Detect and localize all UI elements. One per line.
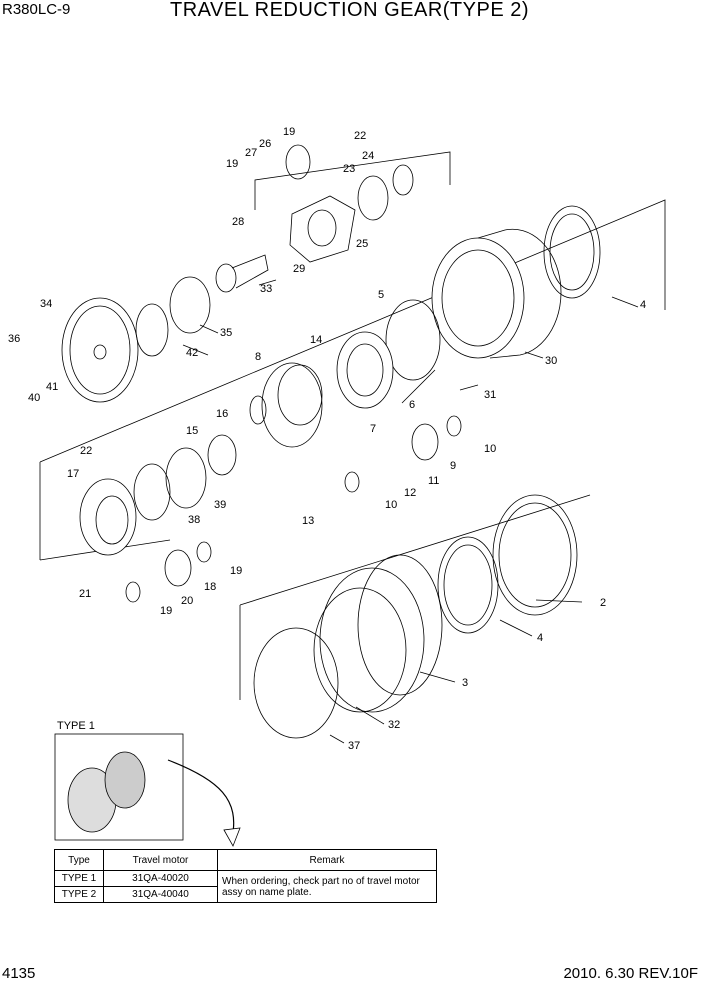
callout-6: 6 bbox=[409, 399, 415, 411]
part-34-cover bbox=[61, 297, 139, 403]
part-42-ring bbox=[135, 303, 169, 357]
header-travel-motor: Travel motor bbox=[103, 849, 218, 871]
callout-31: 31 bbox=[484, 389, 496, 401]
part-16-ring bbox=[249, 395, 267, 425]
callout-3: 3 bbox=[462, 677, 468, 689]
part-33-shaft bbox=[215, 263, 237, 293]
callout-15: 15 bbox=[186, 425, 198, 437]
callout-36: 36 bbox=[8, 333, 20, 345]
callout-5: 5 bbox=[378, 289, 384, 301]
callout-14: 14 bbox=[310, 334, 322, 346]
part-9-gear bbox=[411, 423, 439, 461]
callout-29: 29 bbox=[293, 263, 305, 275]
part-6-plate bbox=[336, 331, 394, 409]
callout-30: 30 bbox=[545, 355, 557, 367]
callout-40: 40 bbox=[28, 392, 40, 404]
part-19-washer-a bbox=[196, 541, 212, 563]
callout-11: 11 bbox=[428, 475, 439, 487]
part-39-ring bbox=[165, 447, 207, 509]
part-10-washer-a bbox=[446, 415, 462, 437]
callout-41: 41 bbox=[46, 381, 58, 393]
callout-38: 38 bbox=[188, 514, 200, 526]
callout-9: 9 bbox=[450, 460, 456, 472]
type1-label: TYPE 1 bbox=[57, 720, 95, 732]
callout-35: 35 bbox=[220, 327, 232, 339]
model-code: R380LC-9 bbox=[2, 1, 71, 18]
part-23-gear bbox=[357, 175, 389, 221]
callout-25: 25 bbox=[356, 238, 368, 250]
type1-image-frame bbox=[54, 733, 184, 841]
header-type: Type bbox=[54, 849, 104, 871]
callout-42: 42 bbox=[186, 347, 198, 359]
part-37-o-ring bbox=[253, 627, 339, 739]
callout-21: 21 bbox=[79, 588, 91, 600]
callout-10: 10 bbox=[484, 443, 496, 455]
callout-24: 24 bbox=[362, 150, 374, 162]
callout-33: 33 bbox=[260, 283, 272, 295]
callout-8: 8 bbox=[255, 351, 261, 363]
callout-27: 27 bbox=[245, 147, 257, 159]
part-30-ring-gear bbox=[431, 228, 562, 359]
part-19-washer-b bbox=[125, 581, 141, 603]
page-number: 4135 bbox=[2, 965, 36, 982]
part-18-gear bbox=[164, 549, 192, 587]
callout-13: 13 bbox=[302, 515, 314, 527]
part-4-bearing-upper bbox=[543, 205, 601, 299]
part-25-carrier bbox=[289, 195, 356, 263]
parts-table: Type Travel motor Remark TYPE 1 31QA-400… bbox=[54, 849, 437, 903]
callout-19-2: 19 bbox=[226, 158, 238, 170]
callout-7: 7 bbox=[370, 423, 376, 435]
callout-18: 18 bbox=[204, 581, 216, 593]
callout-2: 2 bbox=[600, 597, 606, 609]
callout-26: 26 bbox=[259, 138, 271, 150]
callout-32: 32 bbox=[388, 719, 400, 731]
part-38-ring bbox=[133, 463, 171, 521]
part-35-ring bbox=[169, 276, 211, 334]
callout-19-3: 19 bbox=[230, 565, 242, 577]
remark-text: When ordering, check part no of travel m… bbox=[217, 870, 437, 903]
row2-type: TYPE 2 bbox=[54, 886, 104, 903]
callout-16: 16 bbox=[216, 408, 228, 420]
callout-39: 39 bbox=[214, 499, 226, 511]
callout-arrow bbox=[167, 759, 235, 839]
part-17-carrier bbox=[79, 478, 137, 556]
callout-22-2: 22 bbox=[80, 445, 92, 457]
part-8-carrier bbox=[261, 362, 323, 448]
page-title: TRAVEL REDUCTION GEAR(TYPE 2) bbox=[170, 0, 529, 21]
callout-19-4: 19 bbox=[160, 605, 172, 617]
callout-19: 19 bbox=[283, 126, 295, 138]
part-4-bearing-lower bbox=[437, 536, 499, 634]
callout-37: 37 bbox=[348, 740, 360, 752]
row1-type: TYPE 1 bbox=[54, 870, 104, 887]
row1-motor: 31QA-40020 bbox=[103, 870, 218, 887]
callout-17: 17 bbox=[67, 468, 79, 480]
part-10-washer-b bbox=[344, 471, 360, 493]
callout-22: 22 bbox=[354, 130, 366, 142]
part-2-seal bbox=[492, 494, 578, 616]
callout-23: 23 bbox=[343, 163, 355, 175]
part-15-gear bbox=[207, 434, 237, 476]
callout-28: 28 bbox=[232, 216, 244, 228]
part-5-ring bbox=[385, 299, 441, 381]
callout-12: 12 bbox=[404, 487, 416, 499]
row2-motor: 31QA-40040 bbox=[103, 886, 218, 903]
callout-4-2: 4 bbox=[537, 632, 543, 644]
callout-34: 34 bbox=[40, 298, 52, 310]
callout-10-2: 10 bbox=[385, 499, 397, 511]
callout-20: 20 bbox=[181, 595, 193, 607]
callout-labels: 2344567891010111213141516171819191919202… bbox=[8, 126, 646, 752]
part-26-gear bbox=[285, 144, 311, 180]
part-24-ring bbox=[392, 164, 414, 196]
revision-date: 2010. 6.30 REV.10F bbox=[563, 965, 698, 982]
header-remark: Remark bbox=[217, 849, 437, 871]
callout-4: 4 bbox=[640, 299, 646, 311]
part-3-hub bbox=[313, 554, 443, 713]
